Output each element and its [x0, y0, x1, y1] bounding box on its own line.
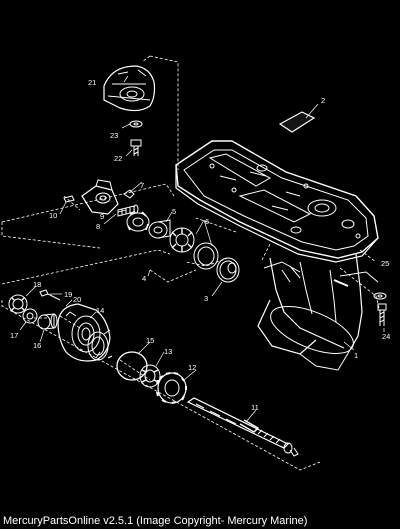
- callout-9: 9: [100, 212, 104, 221]
- callout-14: 14: [96, 306, 104, 315]
- propeller-shaft: [186, 397, 299, 457]
- screw-and-washer: [129, 120, 143, 156]
- callout-pointers: [19, 75, 385, 423]
- cover-plate: [278, 111, 316, 133]
- shift-shaft: [117, 204, 139, 217]
- image-copyright-caption: MercuryPartsOnline v2.5.1 (Image Copyrig…: [0, 513, 400, 529]
- callout-25: 25: [381, 259, 389, 268]
- bearing-13: [139, 364, 161, 388]
- assembly-leader-lines: [1, 55, 381, 471]
- exploded-parts-diagram: 1 2 3 4 5 6 7 8 9 10 11 12 13 14 15 16 1…: [1, 55, 390, 471]
- screw-24: [377, 303, 387, 326]
- callout-3: 3: [204, 294, 208, 303]
- shift-housing: [63, 179, 119, 215]
- callout-16: 16: [33, 341, 41, 350]
- bushing-16: [37, 313, 58, 330]
- callout-4: 4: [142, 274, 146, 283]
- o-ring-15: [116, 351, 148, 381]
- callout-5: 5: [172, 207, 176, 216]
- callout-18: 18: [33, 280, 41, 289]
- callout-1: 1: [354, 351, 358, 360]
- callout-7: 7: [140, 181, 144, 190]
- callout-2: 2: [321, 96, 325, 105]
- callout-22: 22: [114, 154, 122, 163]
- callout-17: 17: [10, 331, 18, 340]
- callout-labels: 1 2 3 4 5 6 7 8 9 10 11 12 13 14 15 16 1…: [10, 78, 390, 412]
- callout-13: 13: [164, 347, 172, 356]
- nut-7: [123, 189, 135, 199]
- gear-housing: [175, 140, 379, 371]
- oil-seal-18: [8, 294, 28, 314]
- seal-17: [22, 308, 38, 324]
- callout-11: 11: [251, 403, 259, 412]
- callout-21: 21: [88, 78, 96, 87]
- callout-20: 20: [73, 295, 81, 304]
- screw-19: [39, 289, 61, 301]
- callout-15: 15: [146, 336, 154, 345]
- callout-24: 24: [382, 332, 390, 341]
- callout-8: 8: [96, 222, 100, 231]
- bearing-stack: [126, 211, 240, 283]
- reverse-gear: [156, 372, 187, 404]
- pump-cover: [103, 65, 156, 112]
- washer-25: [373, 292, 387, 300]
- callout-10: 10: [49, 211, 57, 220]
- callout-23: 23: [110, 131, 118, 140]
- callout-6: 6: [205, 217, 209, 226]
- callout-19: 19: [64, 290, 72, 299]
- bearing-carrier: [57, 303, 113, 362]
- callout-12: 12: [188, 363, 196, 372]
